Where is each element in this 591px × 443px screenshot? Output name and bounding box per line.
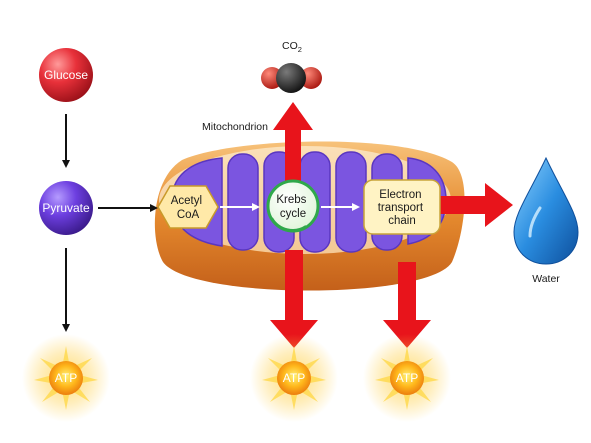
acetyl-coa-hexagon — [157, 185, 219, 229]
water-output-arrow — [440, 183, 513, 227]
atp-burst-left: ATP — [22, 334, 110, 422]
co2-molecule — [261, 63, 322, 93]
atp-label-left: ATP — [55, 371, 77, 385]
oxygen-atom-right — [300, 67, 322, 89]
water-drop-icon — [513, 156, 579, 265]
co2-label: CO2 — [282, 40, 302, 54]
atp-label-right: ATP — [396, 371, 418, 385]
co2-release-arrow — [273, 102, 313, 192]
atp-arrow-etc — [383, 262, 431, 348]
glucose-label: Glucose — [44, 68, 88, 82]
carbon-atom — [276, 63, 306, 93]
etc-label: Electron transport chain — [378, 189, 427, 227]
krebs-cycle-arrow-icon — [271, 217, 307, 231]
pyruvate-sphere — [39, 181, 93, 235]
acetyl-coa-label: Acetyl CoA — [171, 195, 206, 221]
red-arrows — [270, 102, 513, 348]
glucose-sphere — [39, 48, 93, 102]
atp-label-middle: ATP — [283, 371, 305, 385]
water-label: Water — [532, 273, 560, 285]
mitochondrion-label: Mitochondrion — [202, 121, 268, 133]
atp-burst-middle: ATP — [250, 334, 338, 422]
atp-burst-right: ATP — [363, 334, 451, 422]
krebs-cycle-label: Krebs cycle — [276, 194, 309, 220]
etc-box — [363, 179, 441, 235]
water-drop-highlight — [528, 206, 542, 238]
atp-arrow-krebs — [270, 250, 318, 348]
pyruvate-label: Pyruvate — [42, 201, 90, 215]
